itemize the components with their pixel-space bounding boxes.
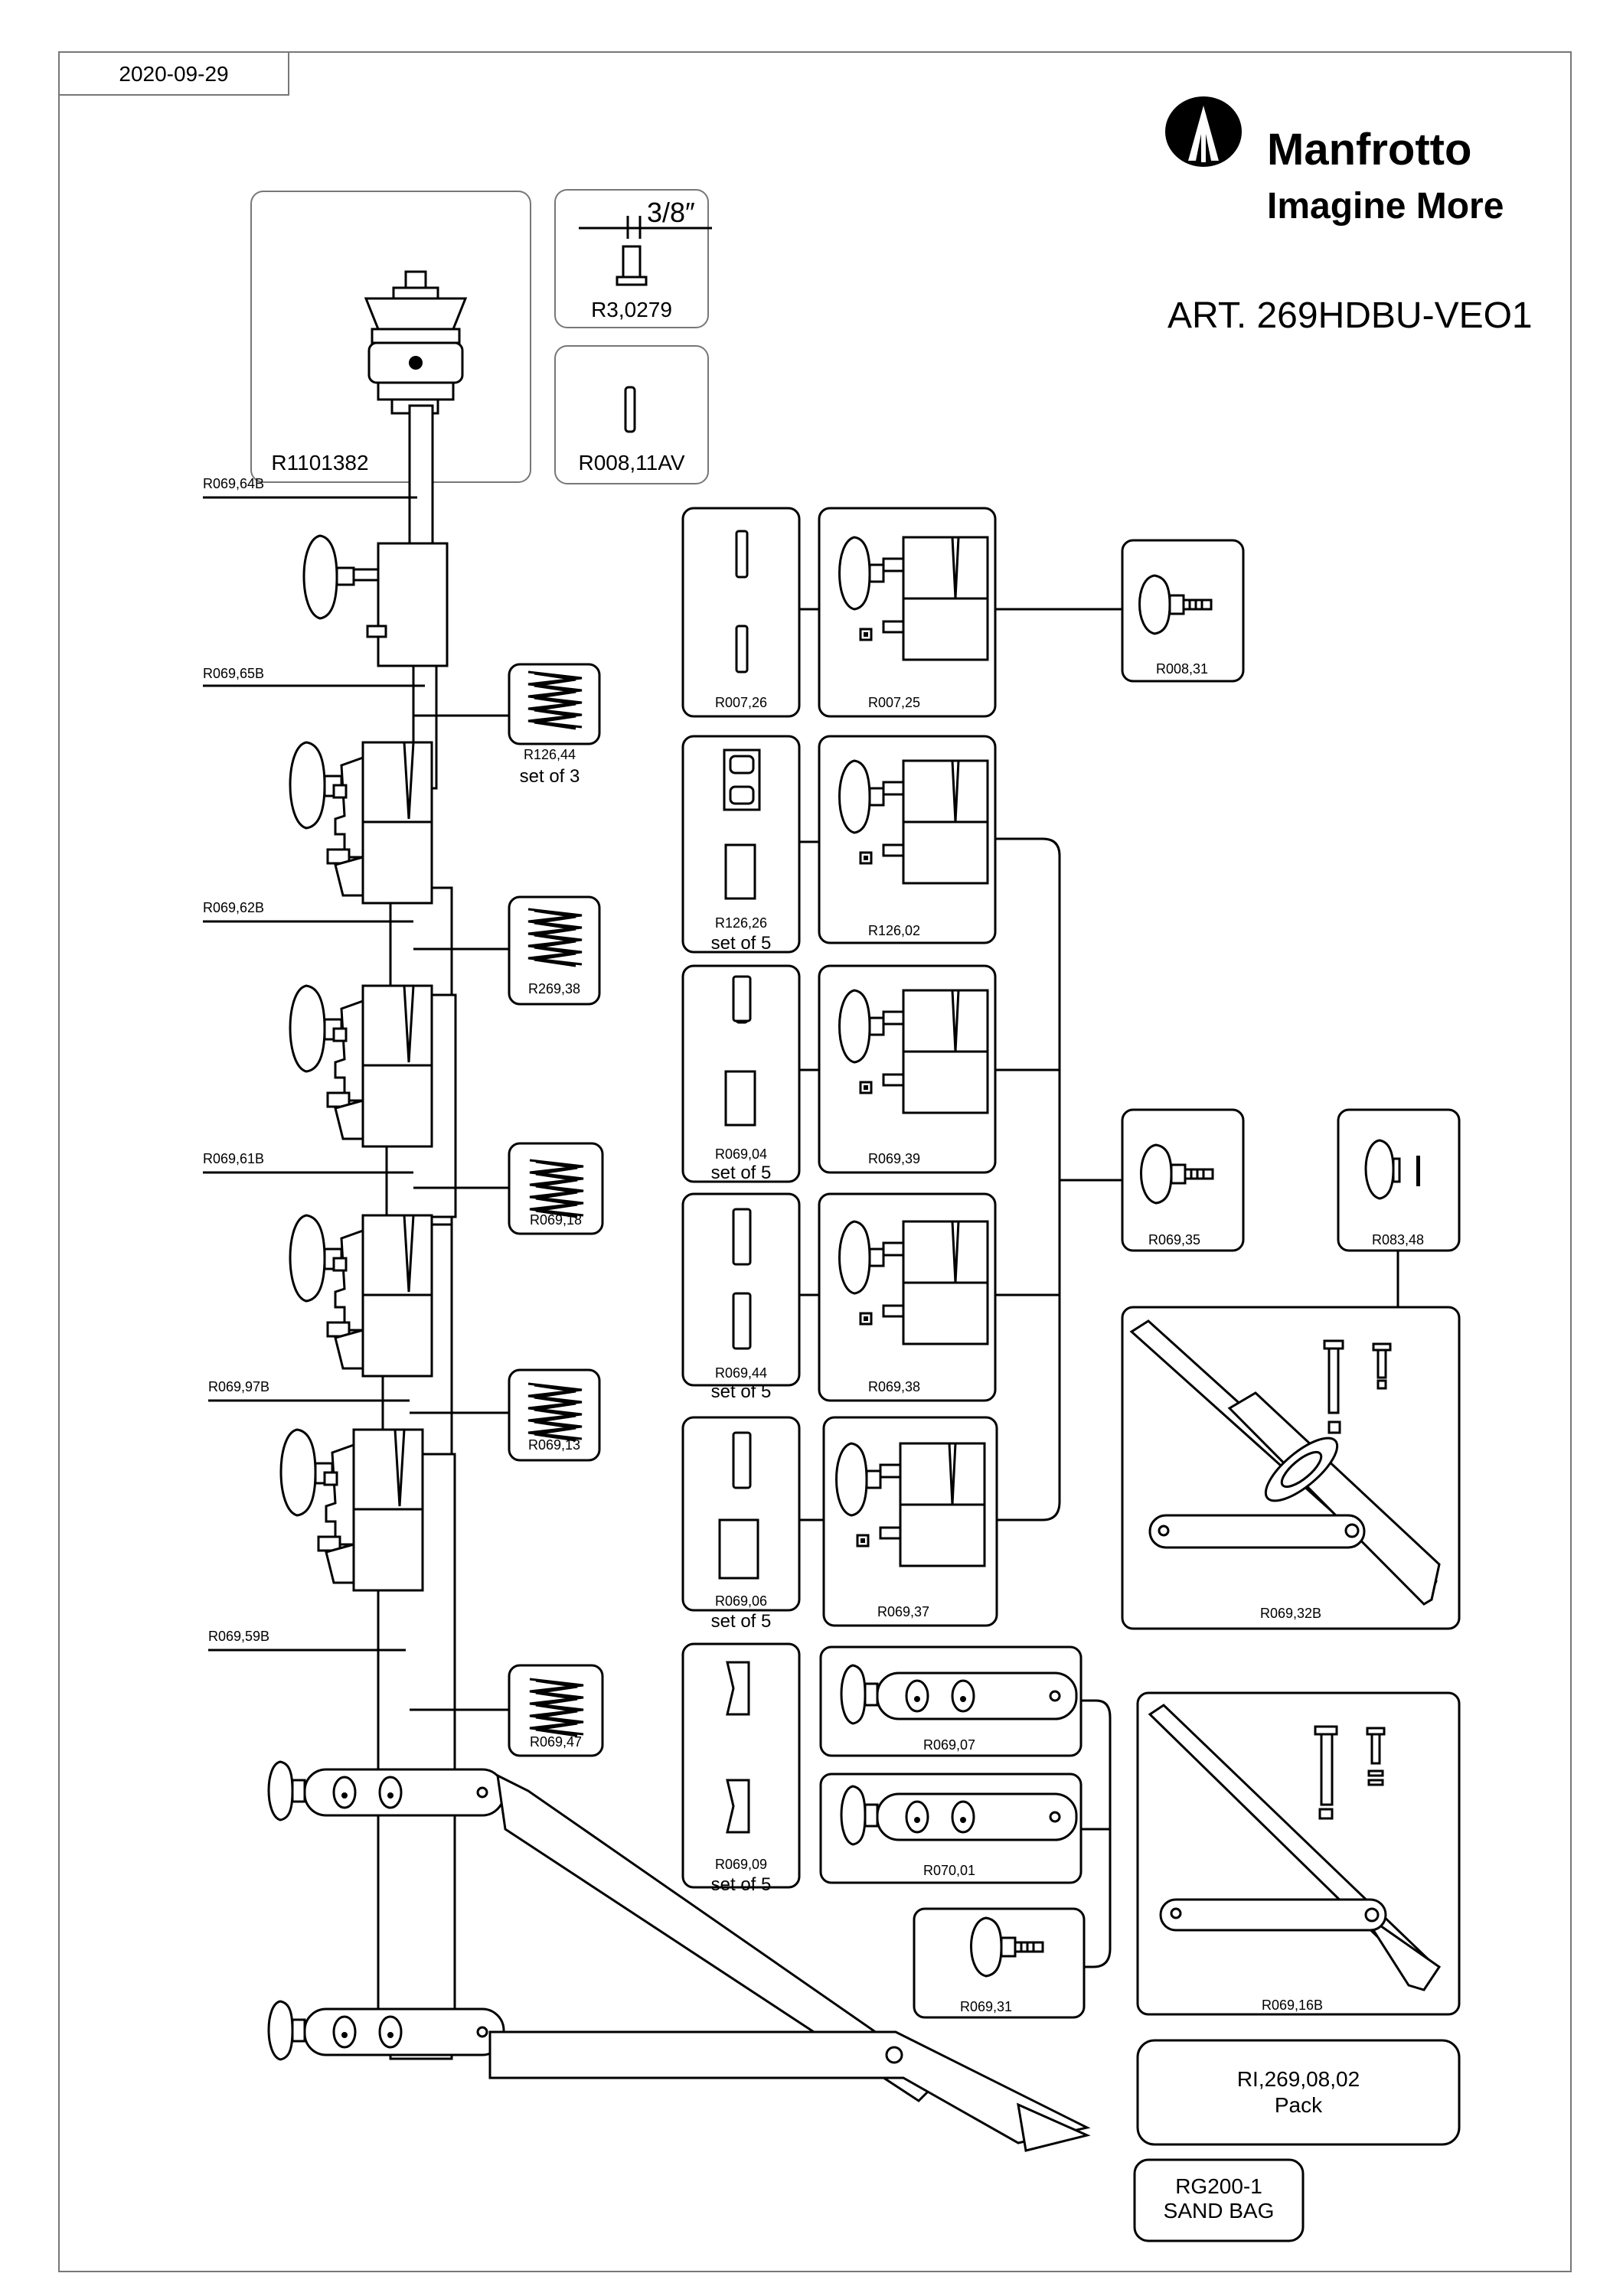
r1-pads-code: R007,26 (715, 695, 767, 710)
knob-b-part (1364, 1139, 1420, 1200)
head-adapter (364, 270, 468, 415)
r4-clamp-code: R069,38 (868, 1379, 920, 1394)
r6-pads-code: R069,09 (715, 1857, 767, 1872)
head-adapter-box (250, 191, 531, 483)
r3-pads-box (681, 964, 801, 1183)
spring-box-b (508, 895, 601, 1006)
shared-knob-box (1121, 1108, 1245, 1252)
r1-clamp-code: R007,25 (868, 695, 920, 710)
spring-c-code: R069,18 (530, 1212, 582, 1228)
shared-knob-code: R069,35 (1148, 1232, 1200, 1247)
screw-box (554, 189, 709, 328)
leg-b-box (1136, 1691, 1461, 2016)
r6-pads-note: set of 5 (711, 1874, 772, 1895)
leg-clamp-a-code: R069,07 (923, 1737, 975, 1753)
pack-box (1136, 2039, 1461, 2146)
r1-clamp-box (818, 507, 997, 718)
r5-clamp-box (822, 1416, 998, 1627)
manfrotto-logo (1165, 96, 1242, 167)
r4-pads-box (681, 1192, 801, 1387)
knob-b-code: R083,48 (1372, 1232, 1424, 1247)
spring-a-note: set of 3 (520, 766, 580, 787)
section-label-3: R069,62B (203, 900, 264, 915)
r2-pads-box (681, 735, 801, 954)
article-number: ART. 269HDBU-VEO1 (1167, 295, 1533, 336)
spring-box-e (508, 1664, 604, 1757)
r5-pads-box (681, 1416, 801, 1612)
leg-b-code: R069,16B (1262, 1998, 1323, 2013)
leg-a-assembly (1129, 1319, 1441, 1606)
section-label-4: R069,61B (203, 1151, 264, 1166)
knob-c-box (913, 1907, 1086, 2019)
column-leg-clamp-lower (267, 2000, 505, 2061)
spring-b-code: R269,38 (528, 981, 580, 996)
column-clamp-1 (289, 741, 433, 905)
sandbag-label: SAND BAG (1164, 2199, 1275, 2223)
r2-pads-note: set of 5 (711, 933, 772, 954)
spring-e-code: R069,47 (530, 1734, 582, 1750)
column-leg-clamp-upper (267, 1760, 505, 1821)
brand-tagline: Imagine More (1267, 186, 1504, 227)
spring-a-code: R126,44 (524, 747, 576, 762)
r4-pads-note: set of 5 (711, 1381, 772, 1402)
r1-pads-box (681, 507, 801, 718)
r5-clamp-code: R069,37 (877, 1604, 929, 1619)
pack-label: Pack (1275, 2093, 1323, 2117)
screw-part (616, 245, 648, 286)
spring-box-c (508, 1142, 604, 1235)
section-label-1: R069,64B (203, 476, 264, 491)
sandbag-box (1133, 2158, 1305, 2242)
column-clamp-3 (289, 1214, 433, 1378)
pin-code: R008,11AV (578, 451, 684, 475)
spring-box-a (508, 663, 601, 745)
r6-pads-box (681, 1642, 801, 1889)
tripod-legs (488, 1773, 1091, 2152)
sandbag-code: RG200-1 (1175, 2174, 1262, 2198)
leg-clamp-b-code: R070,01 (923, 1863, 975, 1878)
r1-knob-box (1121, 539, 1245, 683)
r3-clamp-code: R069,39 (868, 1151, 920, 1166)
r2-pads-code: R126,26 (715, 915, 767, 931)
knob-c-code: R069,31 (960, 1999, 1012, 2014)
sheet-border (58, 51, 1572, 2272)
screw-code: R3,0279 (591, 298, 672, 321)
leg-a-code: R069,32B (1260, 1606, 1321, 1621)
r5-pads-code: R069,06 (715, 1593, 767, 1609)
r5-pads-note: set of 5 (711, 1611, 772, 1632)
column-clamp-2 (289, 984, 433, 1148)
r3-pads-note: set of 5 (711, 1163, 772, 1183)
section-label-2: R069,65B (203, 666, 264, 681)
pin-box (554, 345, 709, 484)
leg-a-box (1121, 1306, 1461, 1630)
section-label-5: R069,97B (208, 1379, 269, 1394)
section-label-6: R069,59B (208, 1629, 269, 1644)
r1-knob-code: R008,31 (1156, 661, 1208, 677)
r2-clamp-code: R126,02 (868, 923, 920, 938)
spring-box-d (508, 1368, 601, 1462)
r4-clamp-box (818, 1192, 997, 1402)
pack-code: RI,269,08,02 (1237, 2067, 1360, 2091)
thread-dimension: 3/8″ (647, 197, 695, 228)
r4-pads-code: R069,44 (715, 1365, 767, 1381)
leg-b-assembly (1148, 1704, 1442, 1991)
r3-pads-code: R069,04 (715, 1146, 767, 1162)
date-label: 2020-09-29 (119, 62, 228, 86)
column-clamp-4 (279, 1428, 424, 1592)
top-column-clamp (302, 534, 449, 667)
brand-name: Manfrotto (1267, 125, 1471, 174)
spring-d-code: R069,13 (528, 1437, 580, 1453)
head-adapter-code: R1101382 (271, 451, 368, 475)
pin-part (624, 386, 636, 433)
date-box (58, 51, 289, 96)
